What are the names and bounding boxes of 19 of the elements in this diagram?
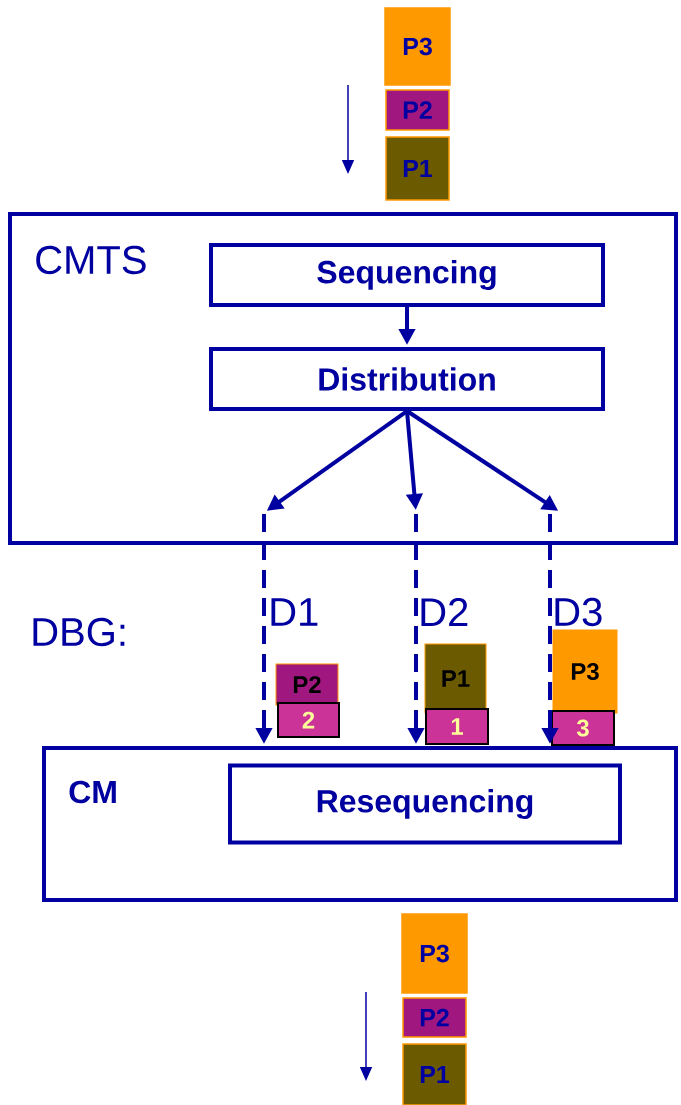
- packet-box: P1: [385, 136, 450, 201]
- packet-box: P3: [401, 913, 468, 994]
- packet-box: P2: [275, 663, 339, 706]
- packet-box: P3: [552, 629, 618, 714]
- process-box: Sequencing: [209, 243, 605, 307]
- packet-box: P1: [424, 643, 487, 714]
- sequence-number-box: 2: [277, 702, 340, 738]
- sequence-number-box: 1: [425, 708, 489, 745]
- packet-box: P1: [402, 1043, 467, 1105]
- channel-label: DBG:: [33, 617, 125, 647]
- sequence-number-box: 3: [551, 710, 615, 746]
- channel-label: D2: [421, 598, 468, 626]
- process-box: Resequencing: [228, 763, 622, 845]
- packet-box: P2: [385, 89, 450, 131]
- packet-box: P3: [384, 7, 451, 86]
- channel-label: D1: [271, 598, 318, 626]
- process-box: Distribution: [209, 347, 605, 411]
- packet-box: P2: [402, 997, 467, 1038]
- channel-label: D3: [555, 597, 602, 627]
